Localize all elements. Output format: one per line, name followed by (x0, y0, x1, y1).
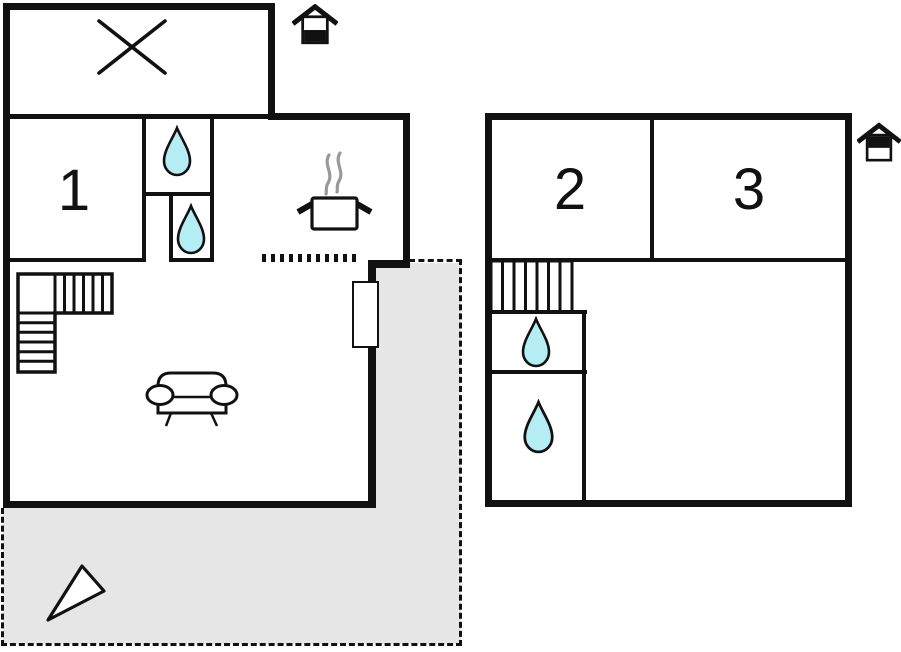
wall (210, 114, 214, 262)
wall (485, 500, 852, 507)
wall (368, 260, 376, 508)
ground-floor-level-icon (292, 4, 338, 45)
wall (268, 3, 275, 120)
water-drop-icon (162, 124, 192, 177)
dotted-counter-line (262, 254, 361, 262)
wall (582, 310, 586, 500)
north-arrow-icon (46, 564, 106, 622)
wall (3, 3, 10, 508)
wall (169, 192, 173, 262)
wall (268, 113, 410, 120)
x-mark-icon (97, 19, 167, 75)
door-symbol (352, 281, 379, 348)
wall (3, 258, 146, 262)
stairs-icon (16, 272, 114, 374)
water-drop-icon (523, 399, 554, 454)
wall (485, 113, 852, 120)
stove-pot-icon (296, 151, 373, 231)
stairs-icon (489, 259, 574, 310)
wall (492, 370, 587, 374)
wall (3, 3, 275, 10)
water-drop-icon (521, 316, 551, 368)
wall (492, 258, 845, 262)
terrace-dashed-border (409, 259, 462, 262)
terrace-area (376, 263, 461, 644)
terrace-dashed-border (1, 508, 4, 646)
wall (368, 260, 410, 268)
wall (3, 114, 268, 119)
wall (485, 113, 492, 507)
terrace-dashed-border (1, 643, 462, 646)
wall (3, 501, 376, 508)
wall (845, 113, 852, 507)
room-1-label: 1 (57, 158, 91, 223)
sofa-icon (145, 371, 239, 427)
wall (142, 192, 214, 196)
room-2-label: 2 (553, 157, 587, 222)
terrace-dashed-border (459, 259, 462, 646)
wall (492, 310, 587, 314)
wall (169, 258, 214, 262)
water-drop-icon (176, 202, 206, 255)
wall (403, 113, 410, 268)
wall (142, 114, 146, 262)
upper-floor-level-icon (857, 122, 901, 162)
wall (650, 120, 654, 262)
room-3-label: 3 (732, 157, 766, 222)
terrace-area (3, 508, 376, 644)
